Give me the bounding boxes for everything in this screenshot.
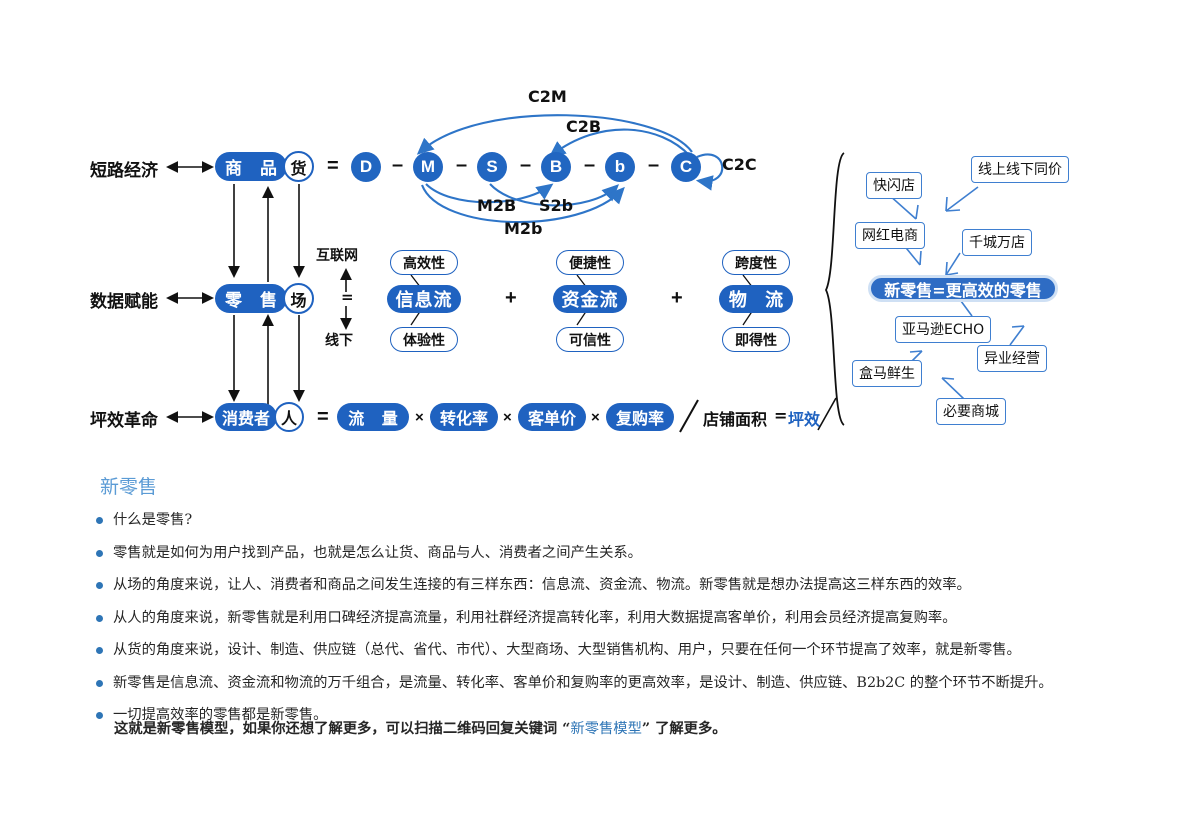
callout-influencer-ecommerce: 网红电商 bbox=[855, 222, 925, 249]
label-store-area: 店铺面积 bbox=[703, 410, 768, 429]
list-item-text: 从货的角度来说，设计、制造、供应链（总代、省代、市代）、大型商场、大型销售机构、… bbox=[113, 642, 1021, 658]
chip-goods-label: 商 品 bbox=[215, 152, 287, 181]
row1-minus-3: – bbox=[520, 154, 532, 176]
chip-conversion-rate: 转化率 bbox=[430, 403, 498, 431]
row1-equals: = bbox=[327, 155, 339, 177]
brace bbox=[824, 152, 845, 426]
list-item: 从场的角度来说，让人、消费者和商品之间发生连接的有三样东西：信息流、资金流、物流… bbox=[96, 575, 1136, 595]
chip-goods-symbol: 货 bbox=[283, 151, 314, 182]
bullet-dot-icon bbox=[96, 647, 103, 654]
row1-minus-5: – bbox=[648, 154, 660, 176]
bullet-dot-icon bbox=[96, 549, 103, 557]
list-item: 什么是零售? bbox=[96, 510, 1136, 530]
bullet-dot-icon bbox=[96, 614, 103, 622]
bullet-dot-icon bbox=[96, 582, 103, 589]
node-B: B bbox=[541, 152, 571, 182]
tag-span: 跨度性 bbox=[722, 250, 790, 275]
arc-label-s2b: S2b bbox=[539, 196, 574, 215]
list-item-text: 零售就是如何为用户找到产品，也就是怎么让货、商品与人、消费者之间产生关系。 bbox=[113, 544, 642, 561]
closing-note-after: ” 了解更多。 bbox=[641, 721, 727, 737]
tag-convenience: 便捷性 bbox=[556, 250, 624, 275]
article-closing-note: 这就是新零售模型，如果你还想了解更多，可以扫描二维码回复关键词 “新零售模型” … bbox=[114, 717, 727, 738]
chip-consumer-symbol: 人 bbox=[274, 402, 304, 432]
callout-amazon-echo: 亚马逊ECHO bbox=[895, 316, 992, 343]
tag-experience: 体验性 bbox=[390, 327, 458, 352]
list-item: 从人的角度来说，新零售就是利用口碑经济提高流量，利用社群经济提高转化率，利用大数… bbox=[96, 608, 1136, 628]
row2-plus-1: + bbox=[505, 287, 517, 309]
node-D: D bbox=[351, 152, 381, 182]
node-S: S bbox=[477, 152, 507, 182]
arc-label-m2b: M2B bbox=[477, 196, 517, 215]
chip-traffic: 流 量 bbox=[337, 403, 409, 431]
callout-hema-fresh: 盒马鲜生 bbox=[852, 360, 922, 387]
chip-logistics: 物 流 bbox=[719, 285, 793, 313]
callout-same-price-online-offline: 线上线下同价 bbox=[971, 156, 1069, 183]
node-M: M bbox=[413, 152, 443, 182]
row2-plus-2: + bbox=[671, 287, 683, 309]
row3-equals: = bbox=[317, 406, 329, 428]
row3-times-3: × bbox=[591, 409, 600, 426]
bullet-dot-icon bbox=[96, 679, 103, 687]
axis-label-internet: 互联网 bbox=[316, 248, 358, 264]
row-label-efficiency-revolution: 坪效革命 bbox=[90, 411, 158, 431]
row3-times-2: × bbox=[503, 409, 512, 426]
row3-times-1: × bbox=[415, 409, 424, 426]
list-item: 新零售是信息流、资金流和物流的万千组合，是流量、转化率、客单价和复购率的更高效率… bbox=[96, 673, 1136, 693]
chip-retail-label: 零 售 bbox=[215, 284, 287, 313]
callout-thousand-cities: 千城万店 bbox=[962, 229, 1032, 256]
callout-pop-up-store: 快闪店 bbox=[866, 172, 922, 199]
closing-note-before: 这就是新零售模型，如果你还想了解更多，可以扫描二维码回复关键词 “ bbox=[114, 721, 571, 737]
list-item-text: 从人的角度来说，新零售就是利用口碑经济提高流量，利用社群经济提高转化率，利用大数… bbox=[113, 609, 957, 626]
arc-label-c2m: C2M bbox=[528, 87, 567, 106]
list-item-text: 从场的角度来说，让人、消费者和商品之间发生连接的有三样东西：信息流、资金流、物流… bbox=[113, 577, 971, 593]
list-item: 零售就是如何为用户找到产品，也就是怎么让货、商品与人、消费者之间产生关系。 bbox=[96, 543, 1136, 563]
banner-new-retail: 新零售=更高效的零售 bbox=[868, 275, 1058, 302]
callout-biyao-mall: 必要商城 bbox=[936, 398, 1006, 425]
node-C: C bbox=[671, 152, 701, 182]
arc-label-m2b-lower: M2b bbox=[504, 219, 543, 238]
chip-information-flow: 信息流 bbox=[387, 285, 461, 313]
article-title: 新零售 bbox=[100, 476, 158, 498]
arc-label-c2c: C2C bbox=[722, 155, 757, 174]
chip-average-order-value: 客单价 bbox=[518, 403, 586, 431]
retail-model-diagram: 短路经济 数据赋能 坪效革命 商 品 货 = D – M – S – B – b… bbox=[90, 87, 1069, 433]
arc-label-c2b: C2B bbox=[566, 117, 602, 136]
chip-retail-symbol: 场 bbox=[283, 283, 314, 314]
list-item: 从货的角度来说，设计、制造、供应链（总代、省代、市代）、大型商场、大型销售机构、… bbox=[96, 640, 1136, 660]
row1-minus-1: – bbox=[392, 154, 404, 176]
chip-capital-flow: 资金流 bbox=[553, 285, 627, 313]
chip-repurchase-rate: 复购率 bbox=[606, 403, 674, 431]
row3-result-equals: = bbox=[774, 406, 788, 425]
bullet-dot-icon bbox=[96, 517, 103, 524]
list-item-text: 新零售是信息流、资金流和物流的万千组合，是流量、转化率、客单价和复购率的更高效率… bbox=[113, 674, 1053, 691]
list-item-text: 什么是零售? bbox=[113, 512, 193, 528]
bullet-dot-icon bbox=[96, 712, 103, 719]
row1-minus-4: – bbox=[584, 154, 596, 176]
callout-cross-industry: 异业经营 bbox=[977, 345, 1047, 372]
axis-equals: = bbox=[341, 288, 354, 306]
label-sales-per-area: 坪效 bbox=[788, 410, 821, 429]
tag-efficiency-high: 高效性 bbox=[390, 250, 458, 275]
row-label-short-circuit-economy: 短路经济 bbox=[90, 161, 158, 181]
list-item-text: 一切提高效率的零售都是新零售。 bbox=[113, 707, 328, 723]
tag-instant: 即得性 bbox=[722, 327, 790, 352]
axis-label-offline: 线下 bbox=[325, 333, 353, 349]
tag-credibility: 可信性 bbox=[556, 327, 624, 352]
node-b: b bbox=[605, 152, 635, 182]
closing-note-keyword[interactable]: 新零售模型 bbox=[570, 721, 642, 737]
row-label-data-empowerment: 数据赋能 bbox=[90, 292, 158, 312]
article-bullet-list: 什么是零售? 零售就是如何为用户找到产品，也就是怎么让货、商品与人、消费者之间产… bbox=[96, 510, 1136, 738]
chip-consumer-label: 消费者 bbox=[215, 403, 277, 431]
row1-minus-2: – bbox=[456, 154, 468, 176]
list-item: 一切提高效率的零售都是新零售。 bbox=[96, 705, 1136, 725]
